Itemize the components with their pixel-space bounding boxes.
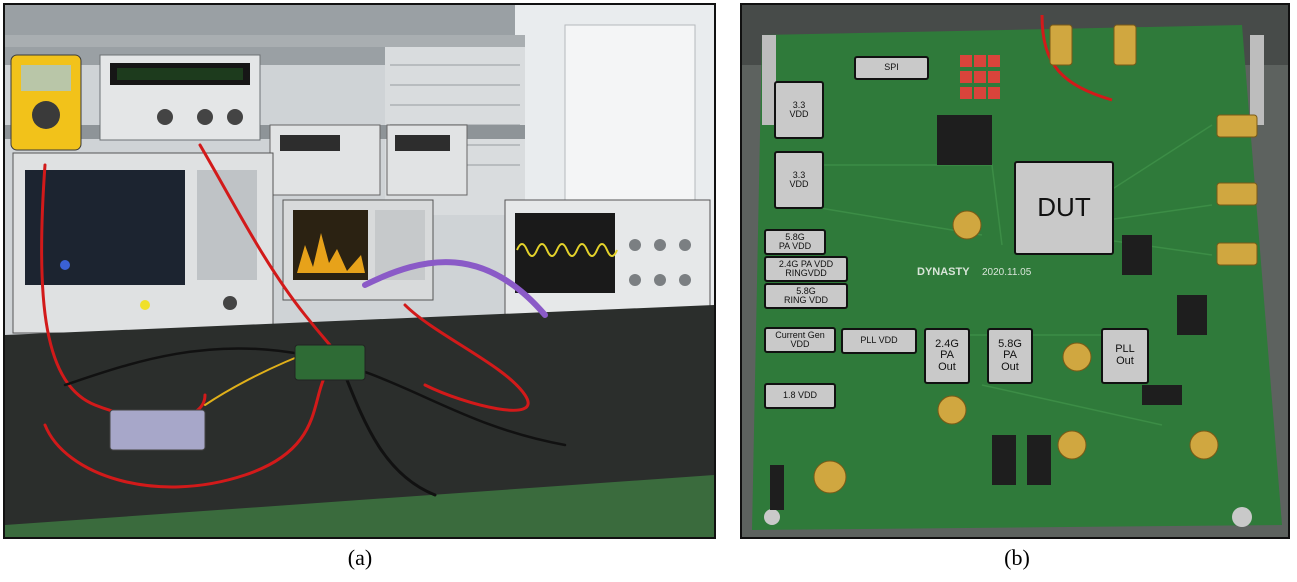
caption-panel-a: (a) — [347, 545, 373, 570]
label-spi: SPI — [854, 56, 929, 80]
label-58g-ring-vdd: 5.8G RING VDD — [764, 283, 848, 309]
label-24g-pa-out: 2.4G PA Out — [924, 328, 970, 384]
label-pll-vdd: PLL VDD — [841, 328, 917, 354]
pcb-board-photo: DYNASTY 2020.11.05 SPI 3.3 VDD 3.3 VDD 5… — [740, 3, 1290, 539]
dc-power-supply — [99, 54, 261, 141]
spectrum-analyzer — [12, 152, 274, 334]
label-18-vdd: 1.8 VDD — [764, 383, 836, 409]
caption-panel-b: (b) — [1004, 545, 1030, 570]
multimeter — [10, 54, 82, 151]
label-58g-pa-vdd: 5.8G PA VDD — [764, 229, 826, 255]
label-vdd33-top: 3.3 VDD — [774, 81, 824, 139]
label-vdd33-bottom: 3.3 VDD — [774, 151, 824, 209]
label-pll-out: PLL Out — [1101, 328, 1149, 384]
label-58g-pa-out: 5.8G PA Out — [987, 328, 1033, 384]
lab-setup-illustration — [5, 5, 714, 537]
label-dut: DUT — [1014, 161, 1114, 255]
label-current-gen-vdd: Current Gen VDD — [764, 327, 836, 353]
lab-setup-photo — [3, 3, 716, 539]
silkscreen-brand: DYNASTY — [917, 266, 970, 278]
silkscreen-date: 2020.11.05 — [982, 267, 1032, 278]
label-24g-pa-vdd-ringvdd: 2.4G PA VDD RINGVDD — [764, 256, 848, 282]
